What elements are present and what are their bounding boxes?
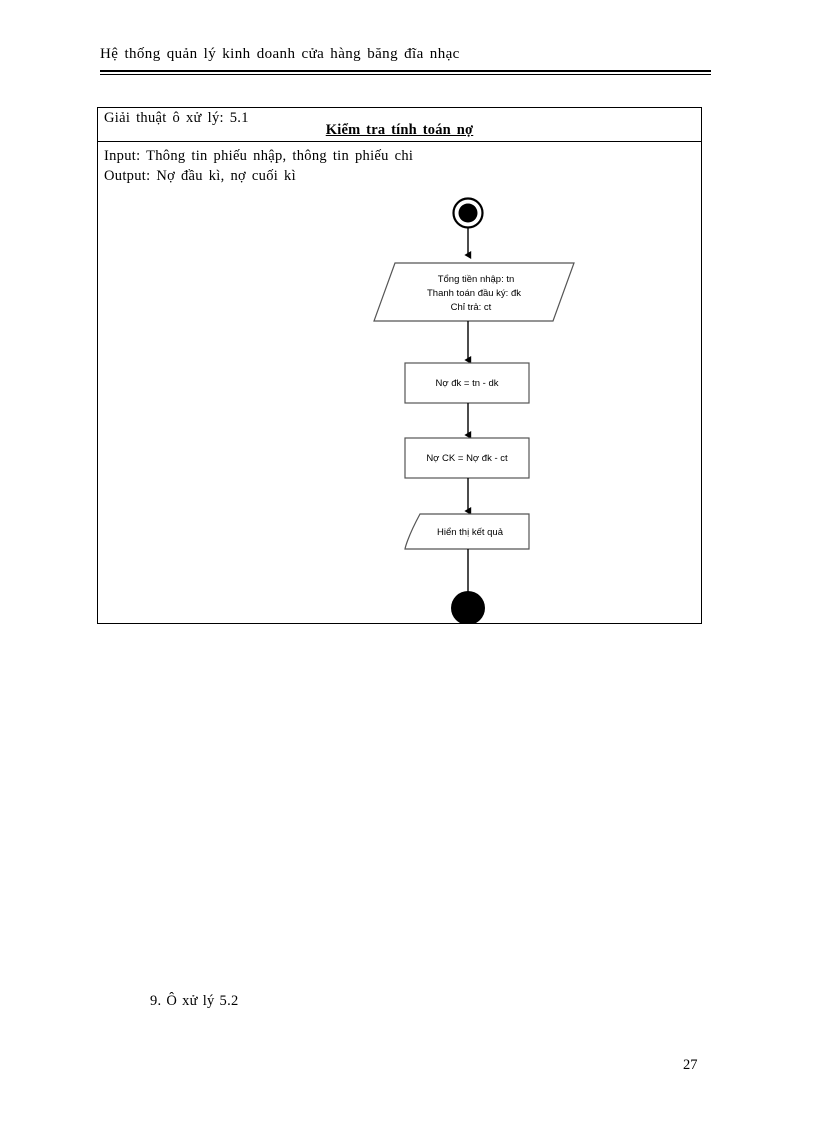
node-compute-no-ck: Nợ CK = Nợ đk - ct bbox=[404, 437, 530, 479]
page-number: 27 bbox=[683, 1057, 698, 1073]
algorithm-output-line: Output: Nợ đầu kì, nợ cuối kì bbox=[104, 168, 296, 184]
node-input-line-2: Thanh toán đầu ký: đk bbox=[427, 288, 521, 299]
algorithm-input-line: Input: Thông tin phiếu nhập, thông tin p… bbox=[104, 148, 414, 164]
algorithm-title: Kiểm tra tính toán nợ bbox=[325, 122, 474, 138]
header-rule-thin bbox=[100, 74, 711, 75]
node-input-line-3: Chỉ trả: ct bbox=[451, 302, 492, 313]
node-compute-no-dk: Nợ đk = tn - dk bbox=[404, 362, 530, 404]
node-display-result: Hiển thị kết quả bbox=[404, 513, 530, 550]
node-input-line-1: Tổng tiền nhập: tn bbox=[438, 274, 515, 285]
algorithm-box: Giải thuật ô xử lý: 5.1 Kiểm tra tính to… bbox=[97, 107, 702, 624]
flowchart: Tổng tiền nhập: tn Thanh toán đầu ký: đk… bbox=[98, 108, 703, 623]
algorithm-title-row: Giải thuật ô xử lý: 5.1 Kiểm tra tính to… bbox=[98, 108, 701, 142]
node-end bbox=[451, 591, 485, 623]
running-header: Hệ thống quản lý kinh doanh cửa hàng băn… bbox=[100, 46, 460, 62]
figure-caption: 9. Ô xử lý 5.2 bbox=[150, 993, 239, 1009]
node-input-data: Tổng tiền nhập: tn Thanh toán đầu ký: đk… bbox=[373, 262, 575, 322]
algorithm-io-block: Input: Thông tin phiếu nhập, thông tin p… bbox=[104, 146, 413, 186]
algorithm-subtitle: Giải thuật ô xử lý: 5.1 bbox=[104, 110, 249, 126]
node-display-result-label: Hiển thị kết quả bbox=[437, 527, 504, 538]
node-compute-no-ck-label: Nợ CK = Nợ đk - ct bbox=[426, 453, 508, 464]
node-start bbox=[452, 197, 484, 229]
node-compute-no-dk-label: Nợ đk = tn - dk bbox=[436, 378, 499, 389]
header-rule-thick bbox=[100, 70, 711, 72]
